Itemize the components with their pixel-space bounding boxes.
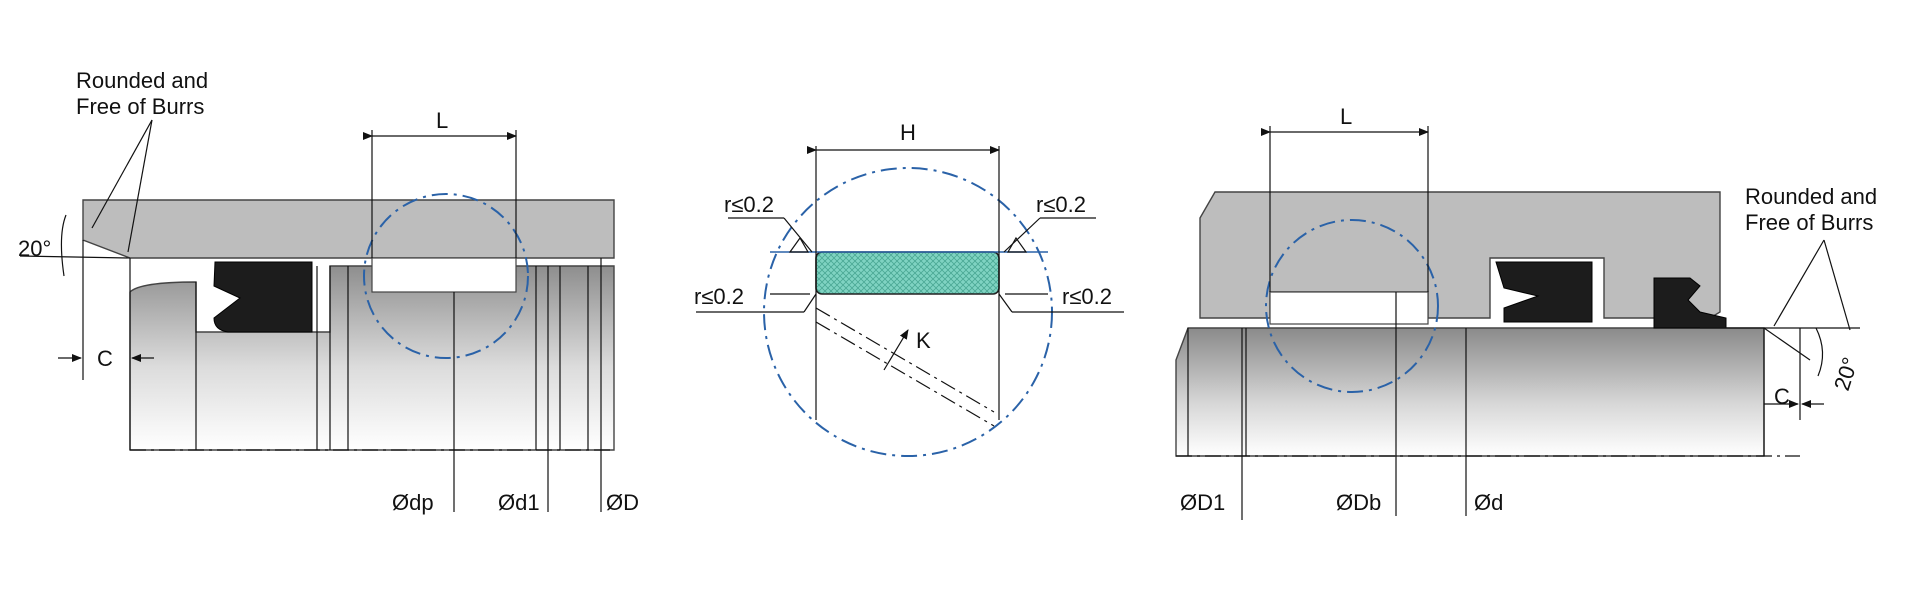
left-piston: [129, 265, 615, 451]
right-rod-assembly: L ØD1 ØDb Ød C 20° Rounded and Free of B…: [1175, 104, 1877, 520]
middle-width-label: H: [900, 120, 916, 145]
right-note-line2: Free of Burrs: [1745, 210, 1873, 235]
left-angle-label: 20°: [18, 236, 51, 261]
left-detail-circle: [363, 193, 529, 359]
left-length-label: L: [436, 108, 448, 133]
middle-radius-top-right: r≤0.2: [1036, 192, 1086, 217]
right-length-label: L: [1340, 104, 1352, 129]
middle-guide-ring: [815, 251, 1000, 295]
left-dia-D-label: ØD: [606, 490, 639, 515]
left-note-line2: Free of Burrs: [76, 94, 204, 119]
right-detail-circle: [1265, 219, 1439, 393]
left-u-cup-seal: [213, 261, 313, 333]
right-guide-slot: [1269, 291, 1429, 325]
left-dia-dp-label: Ødp: [392, 490, 434, 515]
middle-radius-bottom-left: r≤0.2: [694, 284, 744, 309]
middle-detail-circle: [763, 167, 1053, 457]
right-rod: [1175, 327, 1765, 457]
left-guide-slot: [371, 257, 517, 293]
left-chamfer-label: C: [97, 346, 113, 371]
right-dia-Db-label: ØDb: [1336, 490, 1381, 515]
middle-cut-label: K: [916, 328, 931, 353]
middle-detail-view: H r≤0.2 r≤0.2 r≤0.2 r≤0.2 K: [694, 120, 1124, 457]
middle-radius-bottom-right: r≤0.2: [1062, 284, 1112, 309]
left-piston-assembly: L Ødp Ød1 ØD C 20° Rounded and Free of B…: [18, 68, 639, 515]
left-note-line1: Rounded and: [76, 68, 208, 93]
left-dia-d1-label: Ød1: [498, 490, 540, 515]
left-housing: [82, 199, 615, 259]
right-note-line1: Rounded and: [1745, 184, 1877, 209]
right-wiper-seal: [1653, 277, 1727, 329]
middle-radius-top-left: r≤0.2: [724, 192, 774, 217]
right-dia-d-label: Ød: [1474, 490, 1503, 515]
right-chamfer-label: C: [1774, 384, 1790, 409]
right-u-cup-seal: [1495, 261, 1593, 323]
right-angle-label: 20°: [1829, 354, 1863, 393]
right-dia-D1-label: ØD1: [1180, 490, 1225, 515]
